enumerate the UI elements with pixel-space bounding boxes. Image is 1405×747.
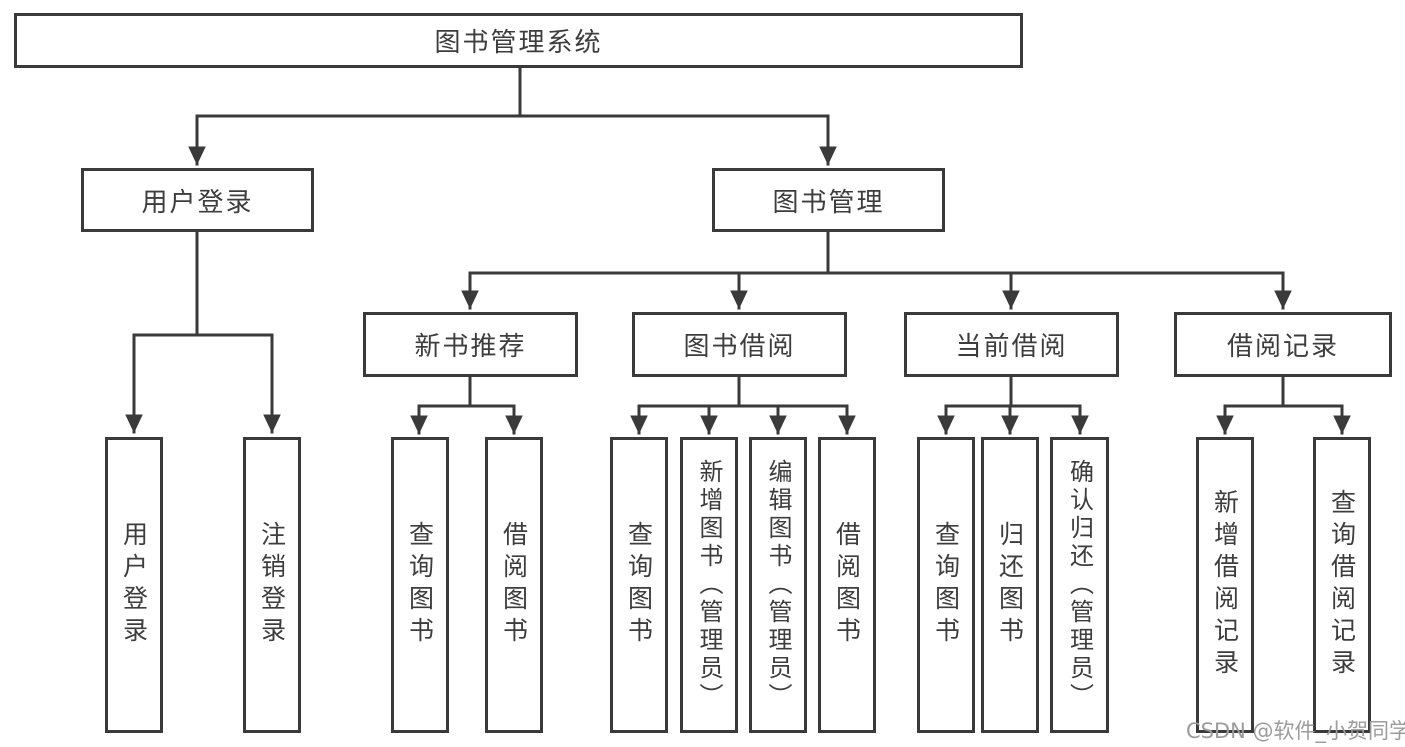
leaf-add-borrow-record-label: 新增借阅记录: [1210, 489, 1240, 681]
watermark: CSDN @软件_小贺同学: [1186, 719, 1405, 743]
leaf-add-borrow-record: 新增借阅记录: [1196, 437, 1254, 733]
leaf-borrow-books-recommend-label: 借阅图书: [499, 521, 529, 649]
leaf-edit-book-admin-label: 编辑图书（管理员）: [764, 459, 792, 711]
leaf-add-book-admin: 新增图书（管理员）: [680, 437, 738, 733]
leaf-query-borrow-record: 查询借阅记录: [1313, 437, 1371, 733]
node-root: 图书管理系统: [14, 13, 1023, 68]
node-user-login: 用户登录: [81, 168, 314, 232]
node-new-book-recommend-label: 新书推荐: [414, 332, 527, 362]
node-book-borrow-label: 图书借阅: [683, 332, 796, 362]
node-user-login-label: 用户登录: [141, 187, 254, 218]
leaf-query-borrow-record-label: 查询借阅记录: [1327, 489, 1357, 681]
leaf-query-books-current: 查询图书: [917, 437, 975, 733]
leaf-query-books-recommend-label: 查询图书: [405, 521, 435, 649]
leaf-logout-label: 注销登录: [257, 521, 287, 649]
leaf-query-books-recommend: 查询图书: [391, 437, 449, 733]
node-new-book-recommend: 新书推荐: [363, 312, 578, 377]
node-book-borrow: 图书借阅: [632, 312, 847, 377]
leaf-logout: 注销登录: [243, 437, 301, 733]
leaf-confirm-return-admin: 确认归还（管理员）: [1050, 437, 1109, 733]
leaf-query-books-borrow: 查询图书: [610, 437, 668, 733]
leaf-borrow-books: 借阅图书: [818, 437, 876, 733]
leaf-borrow-books-recommend: 借阅图书: [485, 437, 543, 733]
node-current-borrow-label: 当前借阅: [955, 332, 1068, 362]
leaf-return-book: 归还图书: [981, 437, 1039, 733]
node-current-borrow: 当前借阅: [904, 312, 1119, 377]
leaf-edit-book-admin: 编辑图书（管理员）: [749, 437, 807, 733]
node-borrow-records: 借阅记录: [1174, 312, 1392, 377]
leaf-borrow-books-label: 借阅图书: [832, 521, 862, 649]
node-borrow-records-label: 借阅记录: [1226, 332, 1339, 362]
leaf-user-login: 用户登录: [105, 437, 163, 733]
leaf-return-book-label: 归还图书: [995, 521, 1025, 649]
node-root-label: 图书管理系统: [434, 28, 603, 58]
node-book-management: 图书管理: [712, 168, 945, 232]
leaf-confirm-return-admin-label: 确认归还（管理员）: [1065, 459, 1094, 711]
leaf-query-books-current-label: 查询图书: [931, 521, 961, 649]
leaf-user-login-label: 用户登录: [119, 521, 149, 649]
leaf-add-book-admin-label: 新增图书（管理员）: [695, 459, 723, 711]
leaf-query-books-borrow-label: 查询图书: [624, 521, 654, 649]
node-book-management-label: 图书管理: [772, 187, 885, 218]
